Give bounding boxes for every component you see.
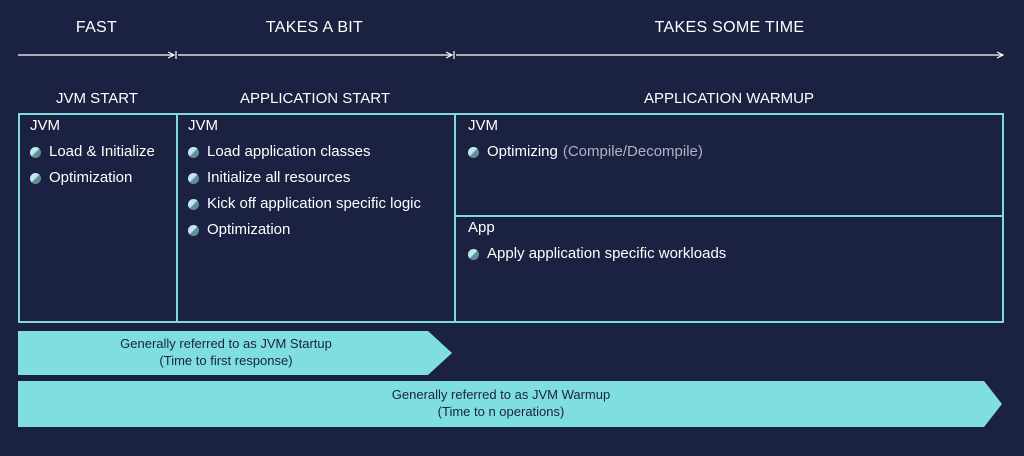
application-start-list: Load application classes Initialize all … (188, 139, 421, 243)
phase-label-fast: FAST (75, 19, 118, 36)
list-item-note: (Compile/Decompile) (562, 143, 703, 160)
application-warmup-app-box: App Apply application specific workloads (454, 215, 1004, 323)
round-bullet-icon (188, 146, 199, 158)
application-start-head: JVM (188, 117, 218, 134)
application-warmup-jvm-box: JVM Optimizing(Compile/Decompile) (454, 113, 1004, 217)
application-start-box: JVM Load application classes Initialize … (176, 113, 456, 323)
list-item-text: Load application classes (207, 143, 371, 160)
column-title-application-start: APPLICATION START (239, 90, 391, 107)
phase-label-takes-some-time: TAKES SOME TIME (654, 19, 805, 36)
startup-arrow-line2: (Time to first response) (159, 353, 293, 368)
startup-arrow-line1: Generally referred to as JVM Startup (120, 336, 332, 351)
warmup-arrow-label: Generally referred to as JVM Warmup (Tim… (18, 386, 984, 420)
round-bullet-icon (30, 172, 41, 184)
column-title-jvm-start: JVM START (56, 90, 138, 107)
application-warmup-app-head: App (468, 219, 495, 236)
application-warmup-app-list: Apply application specific workloads (468, 241, 726, 267)
list-item: Optimizing(Compile/Decompile) (468, 139, 703, 165)
list-item-text: Optimization (207, 221, 291, 238)
timeline-arrow-takes-a-bit-icon (178, 51, 455, 59)
list-item: Kick off application specific logic (188, 191, 421, 217)
jvm-start-head: JVM (30, 117, 60, 134)
list-item: Optimization (30, 165, 155, 191)
jvm-start-box: JVM Load & Initialize Optimization (18, 113, 178, 323)
application-warmup-jvm-list: Optimizing(Compile/Decompile) (468, 139, 703, 165)
list-item-text: Load & Initialize (49, 143, 155, 160)
round-bullet-icon (30, 146, 41, 158)
round-bullet-icon (468, 248, 479, 260)
startup-arrow-shape (18, 331, 452, 375)
round-bullet-icon (188, 224, 199, 236)
timeline-arrow-fast-icon (18, 51, 177, 59)
list-item: Initialize all resources (188, 165, 421, 191)
list-item-text: Initialize all resources (207, 169, 351, 186)
list-item: Optimization (188, 217, 421, 243)
timeline-arrow-takes-some-time-icon (456, 51, 1005, 59)
list-item: Load application classes (188, 139, 421, 165)
round-bullet-icon (468, 146, 479, 158)
warmup-arrow-shape (18, 381, 1002, 427)
round-bullet-icon (188, 172, 199, 184)
list-item-text: Apply application specific workloads (487, 245, 727, 262)
jvm-start-list: Load & Initialize Optimization (30, 139, 155, 191)
warmup-arrow-line2: (Time to n operations) (437, 404, 565, 419)
timeline-arrows (18, 51, 1005, 59)
column-title-application-warmup: APPLICATION WARMUP (643, 90, 815, 107)
round-bullet-icon (188, 198, 199, 210)
list-item-text: Optimization (49, 169, 133, 186)
warmup-arrow-line1: Generally referred to as JVM Warmup (391, 387, 611, 402)
phase-label-takes-a-bit: TAKES A BIT (265, 19, 364, 36)
list-item-text: Optimizing (487, 143, 558, 160)
application-warmup-jvm-head: JVM (468, 117, 498, 134)
list-item: Apply application specific workloads (468, 241, 726, 267)
list-item: Load & Initialize (30, 139, 155, 165)
startup-arrow-label: Generally referred to as JVM Startup (Ti… (18, 335, 434, 369)
list-item-text: Kick off application specific logic (207, 195, 421, 212)
